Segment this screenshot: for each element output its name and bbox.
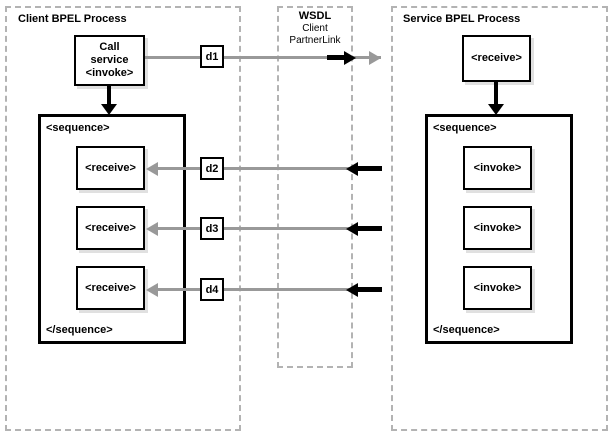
- client-receive-box-2[interactable]: <receive>: [76, 206, 145, 250]
- wsdl-title-line-1: WSDL: [298, 10, 332, 22]
- service-invoke-label-3: <invoke>: [473, 281, 522, 294]
- message-chip-d2[interactable]: d2: [200, 157, 224, 180]
- message-chip-d1[interactable]: d1: [200, 45, 224, 68]
- service-invoke-label-1: <invoke>: [473, 161, 522, 174]
- client-invoke-line-2: service: [90, 54, 129, 66]
- service-invoke-box-2[interactable]: <invoke>: [463, 206, 532, 250]
- client-sequence-open-label: <sequence>: [46, 122, 110, 134]
- service-receive-to-sequence-arrowhead: [488, 104, 504, 115]
- message-line-d2: [158, 167, 381, 170]
- client-invoke-line-1: Call: [99, 41, 120, 53]
- message-d4-black-arrowhead: [346, 283, 358, 297]
- wsdl-title-line-3: PartnerLink: [289, 35, 341, 46]
- message-d3-black-arrowhead: [346, 222, 358, 236]
- service-receive-to-sequence-line: [494, 82, 498, 108]
- message-chip-d4[interactable]: d4: [200, 278, 224, 301]
- message-line-d1: [145, 56, 381, 59]
- service-invoke-label-2: <invoke>: [473, 221, 522, 234]
- message-chip-d2-label: d2: [205, 162, 219, 175]
- client-receive-label-2: <receive>: [85, 221, 136, 234]
- service-receive-box[interactable]: <receive>: [462, 35, 531, 82]
- lane-wsdl-client-partnerlink: [277, 6, 353, 368]
- lane-wsdl-title: WSDL Client PartnerLink: [277, 10, 353, 47]
- client-sequence-close-label: </sequence>: [46, 324, 113, 336]
- client-invoke-to-sequence-line: [107, 86, 111, 108]
- wsdl-title-line-2: Client: [302, 23, 328, 34]
- message-chip-d3-label: d3: [205, 222, 219, 235]
- client-receive-label-3: <receive>: [85, 281, 136, 294]
- message-d3-gray-arrowhead: [146, 222, 158, 236]
- message-d3-black-shaft: [358, 226, 382, 231]
- client-receive-label-1: <receive>: [85, 161, 136, 174]
- lane-service-title: Service BPEL Process: [403, 13, 521, 25]
- client-invoke-box[interactable]: Call service <invoke>: [74, 35, 145, 86]
- client-invoke-line-3: <invoke>: [85, 67, 134, 79]
- message-line-d3: [158, 227, 381, 230]
- client-invoke-to-sequence-arrowhead: [101, 104, 117, 115]
- message-line-d4: [158, 288, 381, 291]
- client-receive-box-1[interactable]: <receive>: [76, 146, 145, 190]
- message-chip-d3[interactable]: d3: [200, 217, 224, 240]
- message-d2-gray-arrowhead: [146, 162, 158, 176]
- lane-service-bpel-process: [391, 6, 608, 431]
- message-d1-black-arrowhead: [344, 51, 356, 65]
- service-invoke-box-1[interactable]: <invoke>: [463, 146, 532, 190]
- message-d2-black-arrowhead: [346, 162, 358, 176]
- message-d4-black-shaft: [358, 287, 382, 292]
- message-d1-black-shaft: [327, 55, 345, 60]
- message-chip-d1-label: d1: [205, 50, 219, 63]
- message-d1-gray-arrowhead: [369, 51, 381, 65]
- client-receive-box-3[interactable]: <receive>: [76, 266, 145, 310]
- message-chip-d4-label: d4: [205, 283, 219, 296]
- service-invoke-box-3[interactable]: <invoke>: [463, 266, 532, 310]
- lane-client-title: Client BPEL Process: [18, 13, 127, 25]
- service-sequence-open-label: <sequence>: [433, 122, 497, 134]
- lane-client-bpel-process: [5, 6, 241, 431]
- service-receive-label: <receive>: [471, 52, 522, 64]
- message-d4-gray-arrowhead: [146, 283, 158, 297]
- service-sequence-close-label: </sequence>: [433, 324, 500, 336]
- message-d2-black-shaft: [358, 166, 382, 171]
